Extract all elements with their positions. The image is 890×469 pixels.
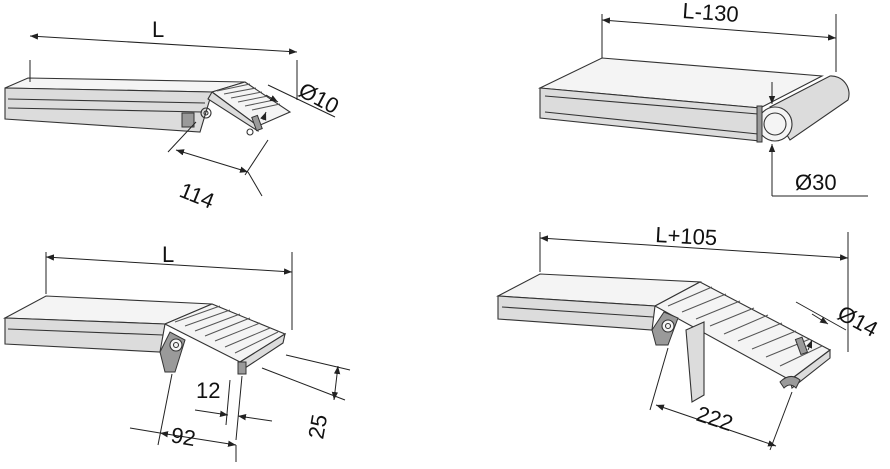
dim-bottom-right-222: 222 bbox=[693, 401, 736, 436]
dim-top-left-114: 114 bbox=[176, 177, 218, 213]
flap-top-left bbox=[4, 77, 292, 136]
dim-top-right-diameter: Ø30 bbox=[795, 170, 837, 195]
panel-bottom-left: L 25 12 92 bbox=[2, 242, 351, 462]
flap-bottom-left bbox=[2, 295, 287, 375]
dim-bottom-left-L: L bbox=[162, 242, 174, 267]
dim-top-left-diameter: Ø10 bbox=[295, 77, 343, 119]
flap-top-right bbox=[537, 57, 850, 143]
dim-bottom-right-L+105: L+105 bbox=[655, 222, 718, 250]
panel-top-left: L Ø10 114 bbox=[4, 17, 343, 214]
flap-bottom-right bbox=[496, 273, 832, 403]
dim-bottom-right-diameter: Ø14 bbox=[834, 300, 882, 342]
dim-top-left-L: L bbox=[152, 17, 164, 42]
dim-bottom-left-12: 12 bbox=[196, 378, 220, 403]
panel-top-right: L-130 Ø30 bbox=[537, 0, 868, 197]
dim-bottom-left-25: 25 bbox=[303, 412, 332, 440]
dim-top-right-L-130: L-130 bbox=[682, 0, 740, 27]
panel-bottom-right: L+105 Ø14 222 bbox=[496, 222, 882, 451]
dim-bottom-left-92: 92 bbox=[169, 422, 197, 451]
